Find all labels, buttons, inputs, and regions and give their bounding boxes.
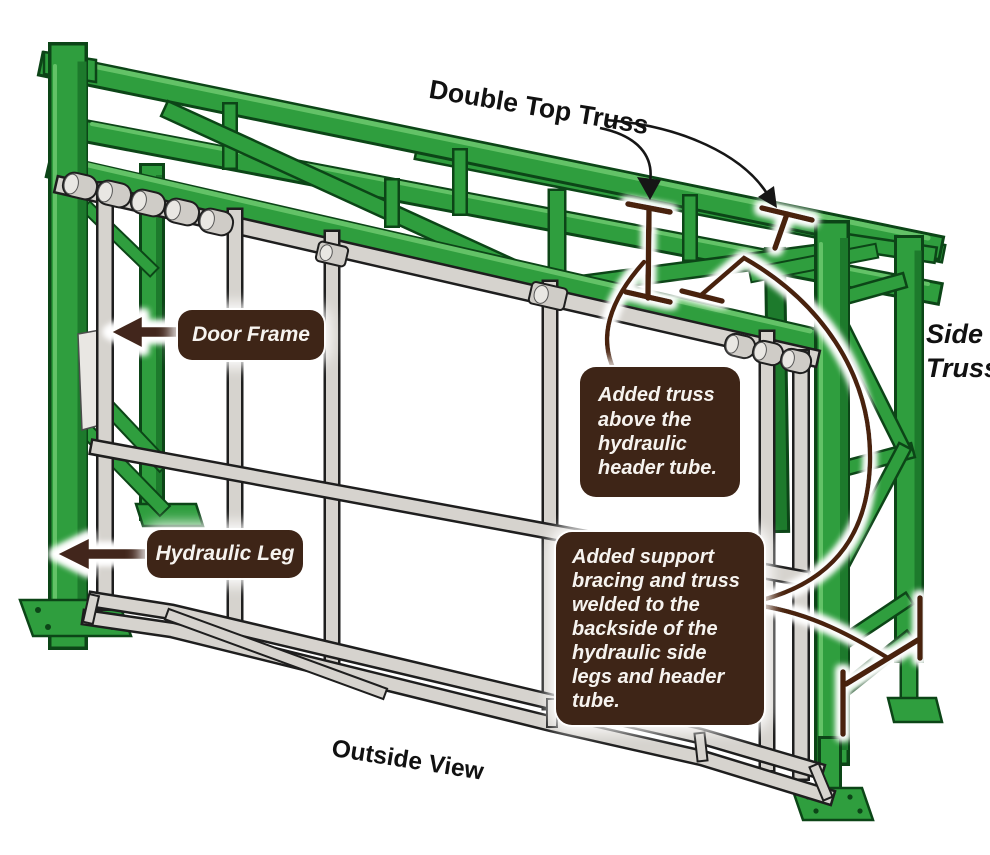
added-support-callout: Added support bracing and truss welded t… — [556, 532, 764, 725]
door-frame-grid — [52, 174, 837, 807]
door-frame-callout: Door Frame — [178, 310, 324, 360]
double-top-truss-arrows — [599, 118, 777, 208]
side-truss-label-line1: Side — [926, 319, 984, 349]
rear-right-base-plate — [886, 696, 944, 724]
leader-added-truss — [604, 259, 647, 373]
truss-section-mark-left — [623, 201, 673, 305]
arrowhead-icon — [758, 186, 777, 208]
leader-added-support — [759, 603, 891, 661]
hinge-row — [61, 171, 813, 375]
side-truss-label-line2: Truss — [926, 352, 990, 383]
side-truss-label: Side Truss — [926, 318, 990, 386]
bent-bottom-rail — [80, 590, 837, 807]
leader-lines-and-marks — [53, 201, 923, 737]
added-truss-callout: Added truss above the hydraulic header t… — [580, 367, 740, 497]
hydraulic-header-tube — [44, 152, 828, 356]
arrowhead-icon — [637, 177, 661, 200]
side-leg-bracket — [840, 595, 923, 737]
hydraulic-leg-callout: Hydraulic Leg — [147, 530, 303, 578]
leader-side-truss-arc — [697, 255, 873, 603]
